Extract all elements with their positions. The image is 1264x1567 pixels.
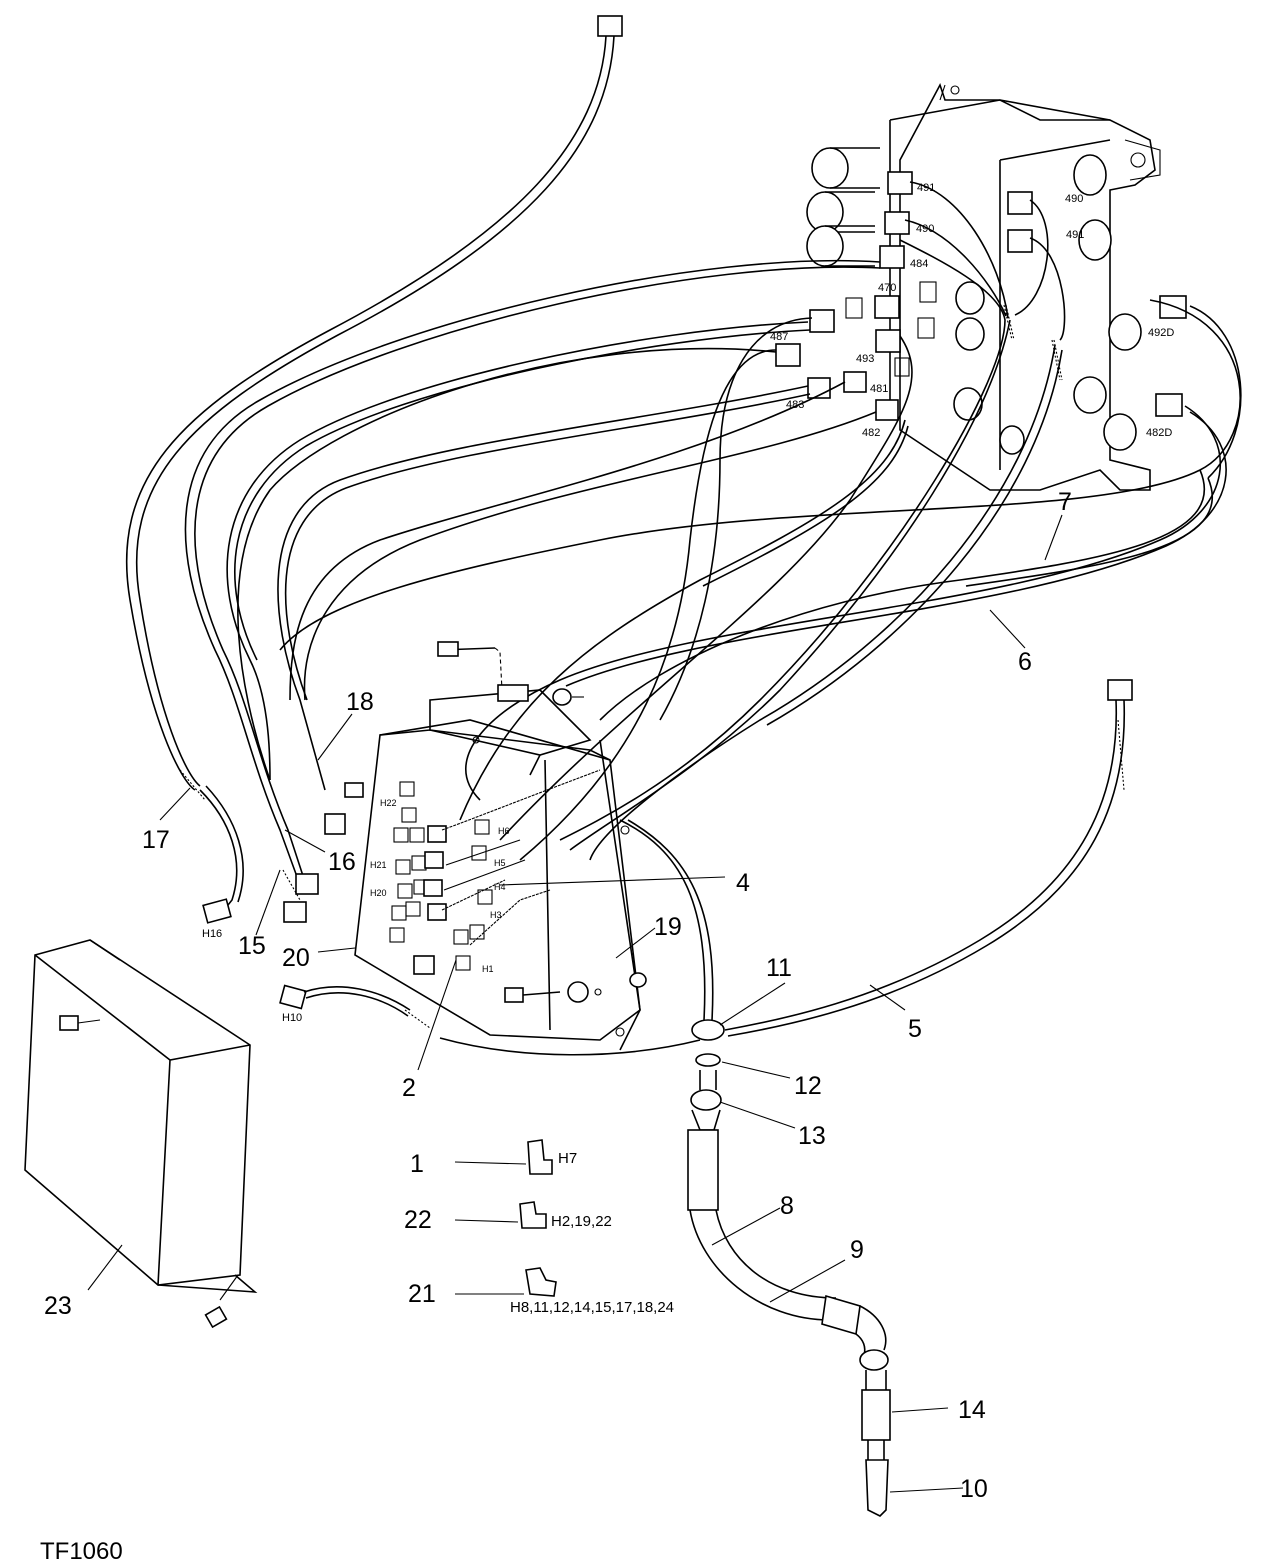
port-label: H6 bbox=[498, 826, 510, 836]
cover-23 bbox=[24, 939, 258, 1329]
callout-12: 12 bbox=[794, 1072, 822, 1100]
port-label: H1 bbox=[482, 964, 494, 974]
control-valve-block: 491 490 484 470 487 493 483 481 482 490 … bbox=[770, 82, 1187, 491]
callout-11: 11 bbox=[766, 954, 792, 982]
valve-label: 470 bbox=[878, 282, 896, 294]
valve-label: 487 bbox=[770, 331, 788, 343]
callout-19: 19 bbox=[654, 913, 682, 941]
port-label: H22 bbox=[380, 798, 397, 808]
hose-label-h10: H10 bbox=[282, 1012, 302, 1024]
callout-5: 5 bbox=[908, 1015, 922, 1043]
callout-14: 14 bbox=[958, 1396, 986, 1424]
callout-20: 20 bbox=[282, 944, 310, 972]
hose-label-h16: H16 bbox=[202, 928, 222, 940]
valve-label: 490 bbox=[1065, 193, 1083, 205]
valve-label: 491 bbox=[1066, 229, 1084, 241]
callout-18: 18 bbox=[346, 688, 374, 716]
callout-22: 22 bbox=[404, 1206, 432, 1234]
valve-label: 482D bbox=[1146, 427, 1172, 439]
valve-label: 482 bbox=[862, 427, 880, 439]
panel-port-grid bbox=[389, 781, 493, 971]
panel-elbow-fittings bbox=[283, 769, 601, 975]
hose-label-h2-19-22: H2,19,22 bbox=[551, 1213, 612, 1230]
valve-label: 492D bbox=[1148, 327, 1174, 339]
callout-4: 4 bbox=[736, 869, 750, 897]
hose-code-labels: H16 H10 H7 H2,19,22 H8,11,12,14,15,17,18… bbox=[202, 928, 674, 1316]
valve-label: 484 bbox=[910, 258, 928, 270]
return-hose-5 bbox=[724, 679, 1133, 1037]
hose-fitting-assembly bbox=[619, 819, 891, 1517]
valve-label: 481 bbox=[870, 383, 888, 395]
callout-16: 16 bbox=[328, 848, 356, 876]
callout-7: 7 bbox=[1058, 488, 1072, 516]
callout-17: 17 bbox=[142, 826, 170, 854]
hose-label-h8-list: H8,11,12,14,15,17,18,24 bbox=[510, 1299, 674, 1316]
port-label: H20 bbox=[370, 888, 387, 898]
port-label: H5 bbox=[494, 858, 506, 868]
callout-8: 8 bbox=[780, 1192, 794, 1220]
callout-numbers: 1 2 4 5 6 7 8 9 10 11 12 13 14 15 16 17 … bbox=[44, 488, 1072, 1503]
callout-1: 1 bbox=[410, 1150, 424, 1178]
panel-port-labels: H22 H21 H20 H6 H5 H4 H3 H1 bbox=[370, 798, 510, 974]
callout-2: 2 bbox=[402, 1074, 416, 1102]
port-label: H3 bbox=[490, 910, 502, 920]
drawing-id: TF1060 bbox=[40, 1538, 123, 1565]
callout-15: 15 bbox=[238, 932, 266, 960]
hose-label-h7: H7 bbox=[558, 1150, 577, 1167]
solenoid-cylinders bbox=[806, 147, 1142, 455]
port-label: H21 bbox=[370, 860, 387, 870]
valve-label: 493 bbox=[856, 353, 874, 365]
callout-21: 21 bbox=[408, 1280, 436, 1308]
callout-13: 13 bbox=[798, 1122, 826, 1150]
valve-label: 490 bbox=[916, 223, 934, 235]
valve-number-labels: 491 490 484 470 487 493 483 481 482 490 … bbox=[770, 182, 1174, 439]
callout-6: 6 bbox=[1018, 648, 1032, 676]
port-label: H4 bbox=[494, 882, 506, 892]
manifold-panel: H22 H21 H20 H6 H5 H4 H3 H1 bbox=[279, 641, 701, 1056]
callout-23: 23 bbox=[44, 1292, 72, 1320]
callout-9: 9 bbox=[850, 1236, 864, 1264]
block-connectors bbox=[775, 171, 1187, 421]
callout-10: 10 bbox=[960, 1475, 988, 1503]
hose-bundle bbox=[125, 15, 1242, 924]
callout-leaders bbox=[87, 514, 1063, 1493]
loose-elbow-fittings bbox=[519, 1139, 557, 1297]
